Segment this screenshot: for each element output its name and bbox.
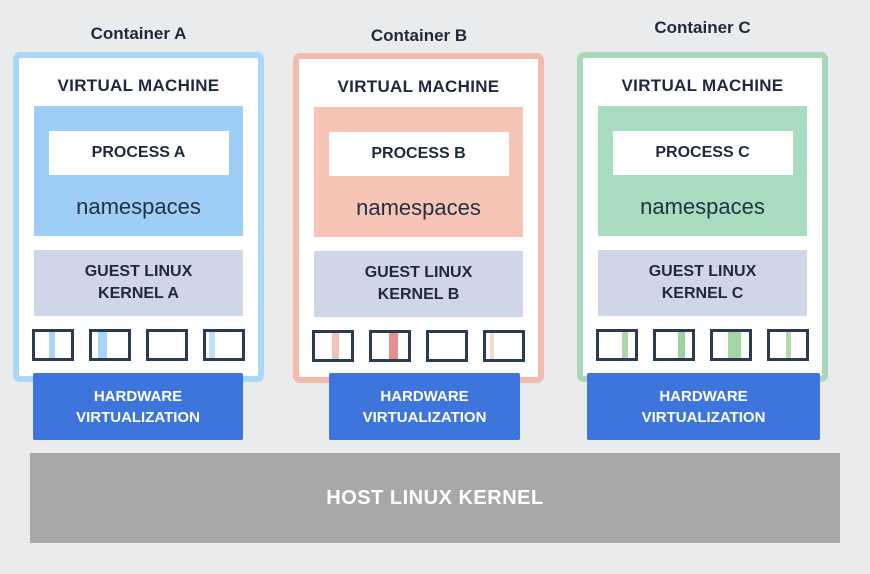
guest-kernel-line2: KERNEL C: [661, 285, 744, 302]
slot-usage-stripe: [98, 332, 108, 358]
namespaces-box: PROCESS C namespaces: [598, 106, 807, 236]
slot-usage-stripe: [678, 332, 686, 358]
guest-kernel-line1: GUEST LINUX: [84, 263, 193, 280]
process-box: PROCESS A: [48, 131, 229, 175]
slot-usage-stripe: [388, 333, 398, 359]
namespaces-label: namespaces: [76, 194, 201, 219]
resource-slot: [596, 329, 638, 361]
guest-kernel-box: GUEST LINUX KERNEL C: [598, 250, 807, 316]
resource-slots-row: [596, 329, 809, 361]
resource-slot: [369, 330, 411, 362]
namespaces-box: PROCESS A namespaces: [34, 106, 243, 236]
process-box: PROCESS B: [328, 132, 509, 176]
resource-slot: [426, 330, 468, 362]
guest-kernel-box: GUEST LINUX KERNEL A: [34, 250, 243, 316]
resource-slot: [767, 329, 809, 361]
hardware-virtualization-box-a: HARDWARE VIRTUALIZATION: [33, 373, 243, 440]
container-a-box: VIRTUAL MACHINE PROCESS A namespaces GUE…: [13, 52, 264, 382]
hardware-virtualization-box-b: HARDWARE VIRTUALIZATION: [329, 373, 520, 440]
guest-kernel-line1: GUEST LINUX: [364, 264, 473, 281]
namespaces-label: namespaces: [356, 195, 481, 220]
resource-slot: [653, 329, 695, 361]
vm-label: VIRTUAL MACHINE: [621, 76, 784, 95]
container-b-box: VIRTUAL MACHINE PROCESS B namespaces GUE…: [293, 53, 544, 383]
hw-line1: HARDWARE: [93, 387, 183, 405]
container-c-box: VIRTUAL MACHINE PROCESS C namespaces GUE…: [577, 52, 828, 382]
resource-slot: [146, 329, 188, 361]
namespaces-label: namespaces: [640, 194, 765, 219]
guest-kernel-box: GUEST LINUX KERNEL B: [314, 251, 523, 317]
slot-usage-stripe: [728, 332, 742, 358]
guest-kernel-line2: KERNEL A: [98, 285, 179, 302]
resource-slot: [32, 329, 74, 361]
hw-line2: VIRTUALIZATION: [362, 408, 487, 426]
container-a-title: Container A: [90, 24, 187, 43]
resource-slot: [710, 329, 752, 361]
resource-slot: [203, 329, 245, 361]
resource-slot: [312, 330, 354, 362]
resource-slots-row: [312, 330, 525, 362]
slot-usage-stripe: [622, 332, 629, 358]
container-b-title: Container B: [370, 26, 468, 45]
resource-slot: [483, 330, 525, 362]
hw-line2: VIRTUALIZATION: [641, 408, 766, 426]
host-kernel-bar: HOST LINUX KERNEL: [30, 453, 840, 543]
slot-usage-stripe: [48, 332, 55, 358]
host-kernel-label: HOST LINUX KERNEL: [326, 486, 544, 509]
hardware-virtualization-box-c: HARDWARE VIRTUALIZATION: [587, 373, 820, 440]
guest-kernel-line1: GUEST LINUX: [648, 263, 757, 280]
guest-kernel-line2: KERNEL B: [377, 286, 460, 303]
vm-label: VIRTUAL MACHINE: [337, 77, 500, 96]
slot-usage-stripe: [209, 332, 216, 358]
slot-usage-stripe: [785, 332, 791, 358]
slot-usage-stripe: [331, 333, 339, 359]
hw-line1: HARDWARE: [659, 387, 748, 405]
resource-slots-row: [32, 329, 245, 361]
vm-label: VIRTUAL MACHINE: [57, 76, 220, 95]
hw-line1: HARDWARE: [380, 387, 469, 405]
namespaces-box: PROCESS B namespaces: [314, 107, 523, 237]
resource-slot: [89, 329, 131, 361]
hw-line2: VIRTUALIZATION: [76, 408, 200, 426]
container-c-title: Container C: [654, 18, 751, 37]
slot-usage-stripe: [489, 333, 494, 359]
process-box: PROCESS C: [612, 131, 793, 175]
